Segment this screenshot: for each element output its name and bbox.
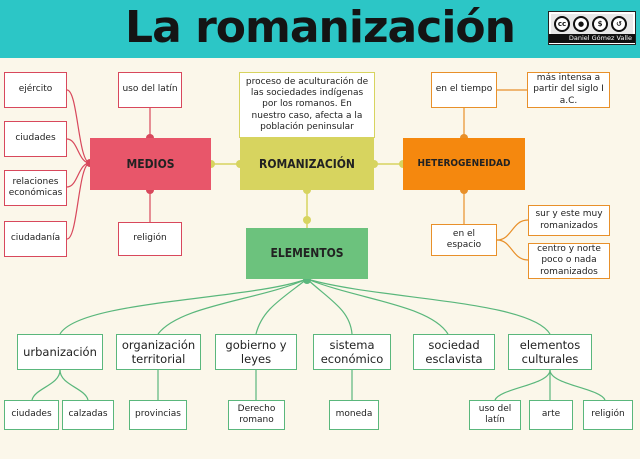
elemento-subitem: arte xyxy=(529,400,573,430)
license-badge: cc ● $ ↺ Daniel Gómez Valle xyxy=(548,11,636,45)
medios-item: ciudadanía xyxy=(4,221,67,257)
elemento-subitem: ciudades xyxy=(4,400,59,430)
elemento-subitem: moneda xyxy=(329,400,379,430)
elemento-subitem: uso del latín xyxy=(469,400,521,430)
connector-dot xyxy=(460,186,468,194)
header-bar xyxy=(0,0,640,58)
elemento-item: organización territorial xyxy=(116,334,201,370)
espacio-node: en el espacio xyxy=(431,224,497,256)
elemento-item: sociedad esclavista xyxy=(413,334,495,370)
medios-item: relaciones económicas xyxy=(4,170,67,206)
medios-top-item: uso del latín xyxy=(118,72,182,108)
license-icons: cc ● $ ↺ xyxy=(551,14,633,34)
by-icon: ● xyxy=(573,16,589,32)
medios-item: ejército xyxy=(4,72,67,108)
elemento-item: gobierno y leyes xyxy=(215,334,297,370)
elemento-subitem: calzadas xyxy=(62,400,114,430)
cc-icon: cc xyxy=(554,16,570,32)
medios-bottom-item: religión xyxy=(118,222,182,256)
elemento-item: elementos culturales xyxy=(508,334,592,370)
connector-dot xyxy=(146,186,154,194)
connector-dot xyxy=(303,276,311,284)
elemento-subitem: Derecho romano xyxy=(228,400,285,430)
medios-node: MEDIOS xyxy=(90,138,211,190)
sa-icon: ↺ xyxy=(611,16,627,32)
connector-dot xyxy=(370,160,378,168)
medios-item: ciudades xyxy=(4,121,67,157)
tiempo-node: en el tiempo xyxy=(431,72,497,108)
connector-dot xyxy=(303,216,311,224)
page-title: La romanización xyxy=(125,2,516,53)
tiempo-detail: más intensa a partir del siglo I a.C. xyxy=(527,72,610,108)
elemento-item: urbanización xyxy=(17,334,103,370)
elemento-item: sistema económico xyxy=(313,334,391,370)
heterogeneidad-node: HETEROGENEIDAD xyxy=(403,138,525,190)
author-name: Daniel Gómez Valle xyxy=(549,34,635,43)
romanizacion-node: ROMANIZACIÓN xyxy=(240,138,374,190)
elemento-subitem: religión xyxy=(583,400,633,430)
connector-dot xyxy=(303,186,311,194)
espacio-detail: centro y norte poco o nada romanizados xyxy=(528,243,610,279)
elementos-node: ELEMENTOS xyxy=(246,228,368,279)
espacio-detail: sur y este muy romanizados xyxy=(528,205,610,236)
elemento-subitem: provincias xyxy=(129,400,187,430)
connector-dot xyxy=(207,160,215,168)
nc-icon: $ xyxy=(592,16,608,32)
definition-box: proceso de aculturación de las sociedade… xyxy=(239,72,375,138)
